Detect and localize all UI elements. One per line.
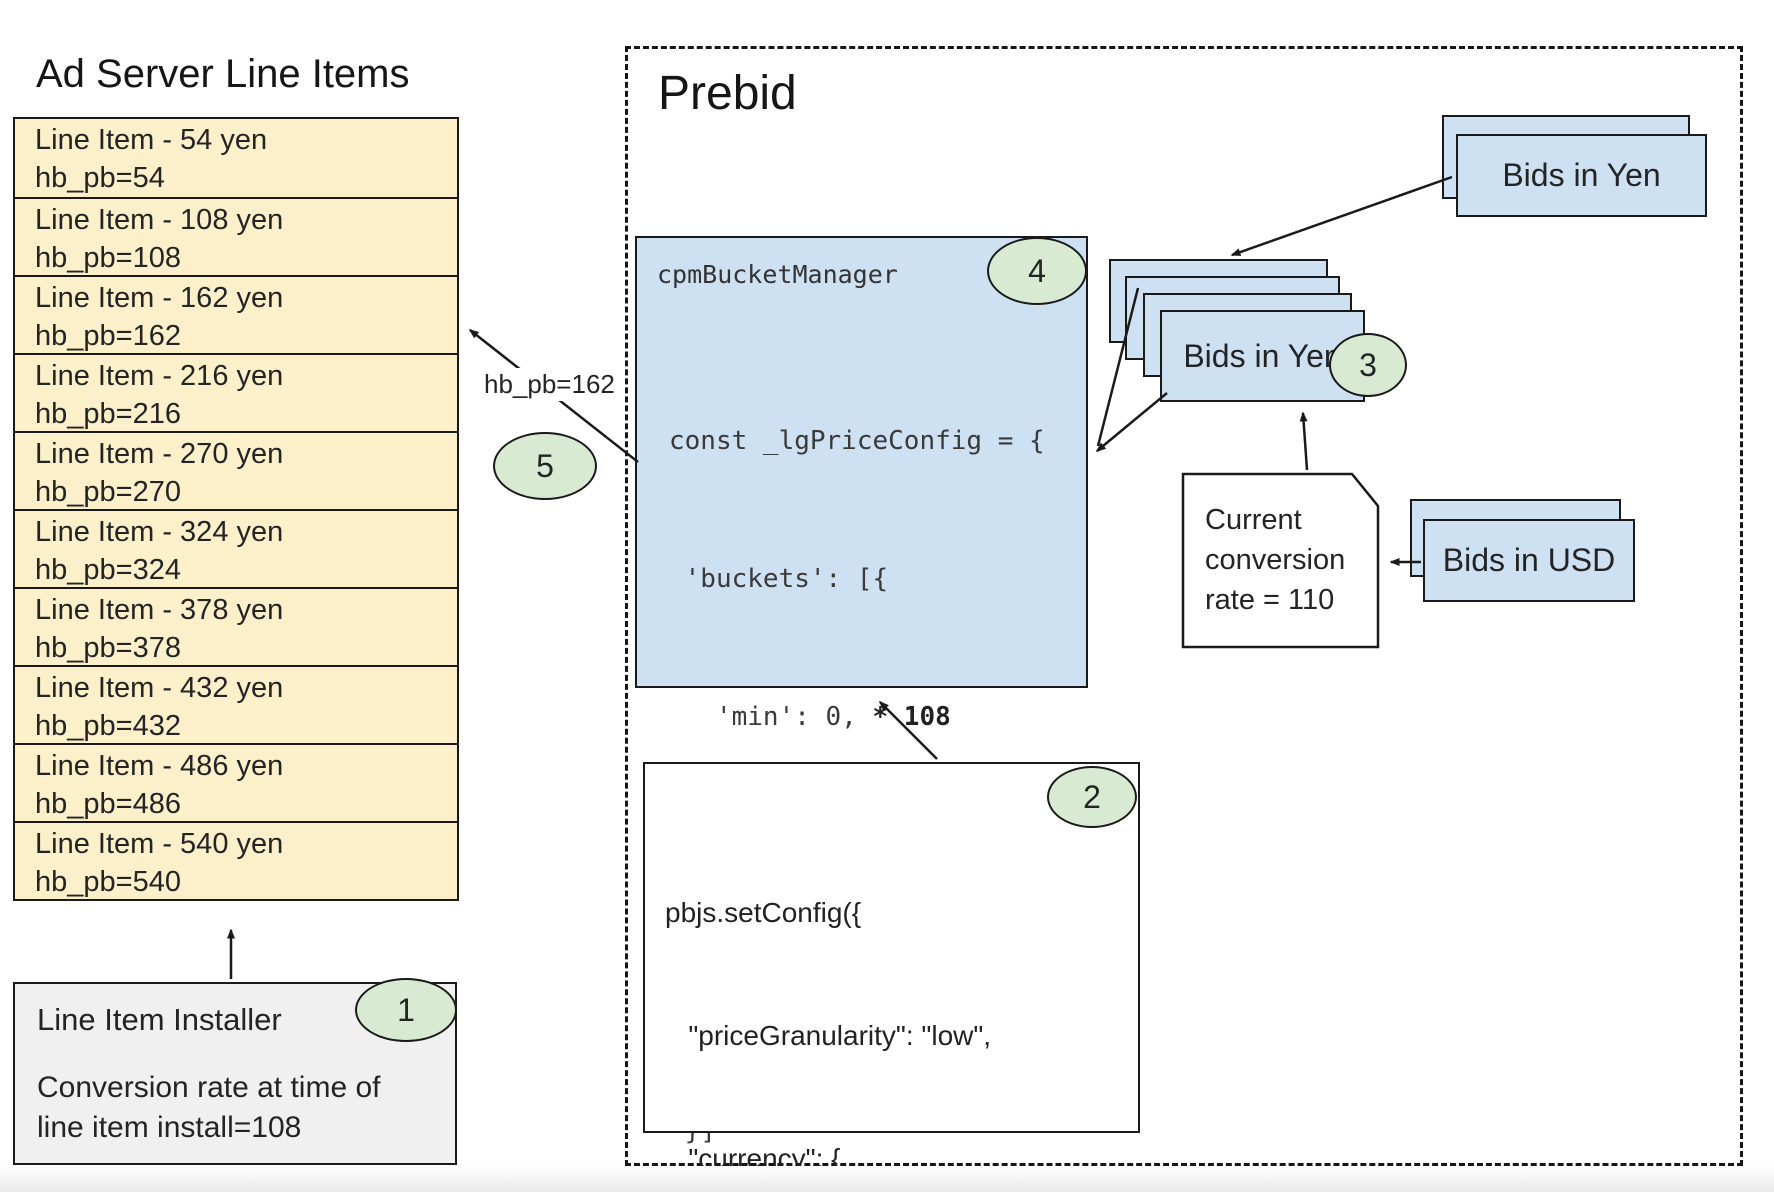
line-item-title: Line Item - 270 yen (35, 438, 284, 470)
hb-pb-arrow-label: hb_pb=162 (480, 368, 619, 401)
step-badge-3: 3 (1329, 333, 1407, 397)
line-item-title: Line Item - 432 yen (35, 672, 284, 704)
code-line: 'min': 0, * 108 (669, 702, 951, 732)
line-item-title: Line Item - 216 yen (35, 360, 284, 392)
code-line: 'buckets': [{ (669, 564, 889, 594)
line-item-hbpb: hb_pb=108 (35, 242, 181, 274)
line-item-hbpb: hb_pb=540 (35, 866, 181, 898)
line-item-row: Line Item - 54 yen hb_pb=54 (15, 119, 457, 197)
line-item-row: Line Item - 378 yen hb_pb=378 (15, 587, 457, 665)
code-line: pbjs.setConfig({ (665, 897, 862, 928)
line-item-hbpb: hb_pb=378 (35, 632, 181, 664)
bids-in-yen-stack-label: Bids in Yen (1183, 337, 1342, 374)
conversion-rate-text: Current conversion rate = 110 (1205, 504, 1346, 616)
line-item-hbpb: hb_pb=324 (35, 554, 181, 586)
bids-in-yen-top-card: Bids in Yen (1456, 134, 1707, 217)
line-item-hbpb: hb_pb=216 (35, 398, 181, 430)
line-item-row: Line Item - 216 yen hb_pb=216 (15, 353, 457, 431)
line-item-row: Line Item - 540 yen hb_pb=540 (15, 821, 457, 899)
code-line: "priceGranularity": "low", (665, 1020, 992, 1051)
bids-in-usd-card: Bids in USD (1423, 519, 1635, 602)
line-item-title: Line Item - 54 yen (35, 124, 268, 156)
prebid-title: Prebid (658, 67, 797, 120)
line-item-title: Line Item - 378 yen (35, 594, 284, 626)
line-item-title: Line Item - 540 yen (35, 828, 284, 860)
conversion-rate-note-shape (1181, 472, 1380, 649)
line-items-table: Line Item - 54 yen hb_pb=54 Line Item - … (13, 117, 459, 901)
step-badge-5: 5 (493, 432, 597, 500)
line-item-title: Line Item - 486 yen (35, 750, 284, 782)
code-line: const _lgPriceConfig = { (669, 426, 1045, 456)
line-item-title: Line Item - 324 yen (35, 516, 284, 548)
line-item-hbpb: hb_pb=162 (35, 320, 181, 352)
line-item-title: Line Item - 162 yen (35, 282, 284, 314)
line-item-row: Line Item - 162 yen hb_pb=162 (15, 275, 457, 353)
line-item-row: Line Item - 324 yen hb_pb=324 (15, 509, 457, 587)
line-item-row: Line Item - 270 yen hb_pb=270 (15, 431, 457, 509)
step-badge-4: 4 (987, 237, 1087, 305)
bucket-manager-title: cpmBucketManager (657, 260, 898, 289)
set-config-box: pbjs.setConfig({ "priceGranularity": "lo… (643, 762, 1140, 1174)
step-badge-2: 2 (1047, 766, 1137, 828)
line-item-row: Line Item - 432 yen hb_pb=432 (15, 665, 457, 743)
bids-in-usd-label: Bids in USD (1442, 542, 1616, 578)
ad-server-title: Ad Server Line Items (36, 52, 410, 96)
line-item-hbpb: hb_pb=486 (35, 788, 181, 820)
line-item-row: Line Item - 486 yen hb_pb=486 (15, 743, 457, 821)
line-item-hbpb: hb_pb=270 (35, 476, 181, 508)
prebid-container (625, 46, 1743, 1166)
line-item-hbpb: hb_pb=54 (35, 162, 165, 194)
line-item-hbpb: hb_pb=432 (35, 710, 181, 742)
installer-note: Conversion rate at time of line item ins… (37, 1071, 381, 1144)
step-badge-1: 1 (355, 978, 457, 1042)
installer-title: Line Item Installer (37, 1002, 282, 1037)
set-config-code: pbjs.setConfig({ "priceGranularity": "lo… (665, 810, 1061, 1192)
line-item-title: Line Item - 108 yen (35, 204, 284, 236)
page-bottom-strip (0, 1166, 1774, 1192)
line-item-row: Line Item - 108 yen hb_pb=108 (15, 197, 457, 275)
cpm-bucket-manager-box: cpmBucketManager const _lgPriceConfig = … (635, 236, 1088, 1146)
bids-in-yen-top-label: Bids in Yen (1502, 157, 1661, 193)
